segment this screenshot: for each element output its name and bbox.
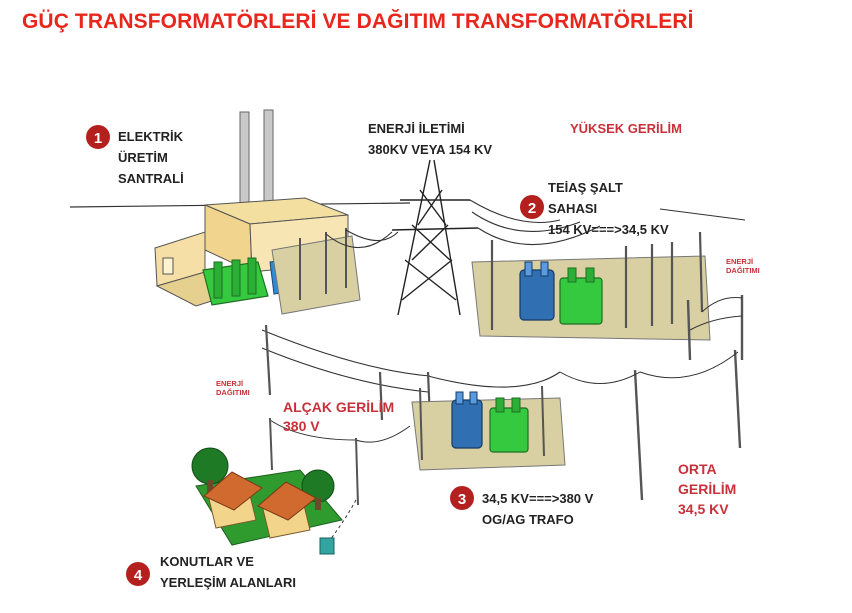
step-3-label-line2: OG/AG TRAFO	[482, 512, 574, 527]
distribution-transformer-blue	[451, 391, 483, 449]
step-2-label-line1: TEİAŞ ŞALT	[548, 180, 623, 195]
plant-substation-poles	[299, 228, 347, 300]
house-2	[257, 481, 317, 539]
step-1-marker: 1	[86, 125, 110, 149]
step-1-label-line1: ELEKTRİK	[118, 129, 184, 144]
low-voltage-lines	[269, 419, 411, 541]
medium-voltage-label-line1: ORTA	[678, 461, 717, 477]
switchyard-transformer-green	[559, 267, 603, 325]
distribution-right-label-line1: ENERJİ	[726, 257, 753, 266]
step-3-number: 3	[458, 491, 466, 508]
step-1-label-line2: ÜRETİM	[118, 150, 168, 165]
low-voltage-label-line2: 380 V	[283, 418, 320, 434]
step-2-label-line2: SAHASI	[548, 201, 597, 216]
switchyard-transformer-blue	[519, 261, 555, 321]
step-1-number: 1	[94, 130, 102, 147]
distribution-substation-poles	[419, 385, 545, 461]
distribution-poles-right	[633, 295, 744, 501]
medium-voltage-label-line3: 34,5 KV	[678, 501, 729, 517]
step-4-label-line1: KONUTLAR VE	[160, 554, 254, 569]
distribution-transformer-green	[489, 397, 529, 453]
low-voltage-label-line1: ALÇAK GERİLİM	[283, 399, 394, 415]
step-2-marker: 2	[520, 195, 544, 219]
high-voltage-label: YÜKSEK GERİLİM	[570, 121, 682, 136]
step-2-label-line3: 154 KV===>34,5 KV	[548, 222, 669, 237]
medium-voltage-label-line2: GERİLİM	[678, 481, 736, 497]
step-4-number: 4	[134, 567, 143, 584]
transmission-label-line2: 380KV VEYA 154 KV	[368, 142, 492, 157]
step-4-label-line2: YERLEŞİM ALANLARI	[160, 575, 296, 590]
distribution-left-label-line1: ENERJİ	[216, 379, 243, 388]
step-4-marker: 4	[126, 562, 150, 586]
step-2-number: 2	[528, 200, 536, 217]
transmission-label-line1: ENERJİ İLETİMİ	[368, 121, 465, 136]
lv-poles	[269, 417, 359, 506]
meter-box	[319, 537, 335, 555]
distribution-left-label-line2: DAĞITIMI	[216, 388, 250, 397]
step-1-label-line3: SANTRALİ	[118, 171, 184, 186]
medium-voltage-lines	[261, 329, 561, 393]
trees	[191, 447, 335, 510]
distribution-right-label-line2: DAĞITIMI	[726, 266, 760, 275]
transmission-tower	[391, 159, 479, 316]
page-title: GÜÇ TRANSFORMATÖRLERİ VE DAĞITIM TRANSFO…	[22, 10, 694, 33]
house-1	[203, 471, 263, 529]
distribution-lines-right	[559, 297, 743, 384]
switchyard-poles	[490, 231, 704, 330]
step-3-label-line1: 34,5 KV===>380 V	[482, 491, 594, 506]
high-voltage-lines	[325, 199, 746, 248]
step-3-marker: 3	[450, 486, 474, 510]
